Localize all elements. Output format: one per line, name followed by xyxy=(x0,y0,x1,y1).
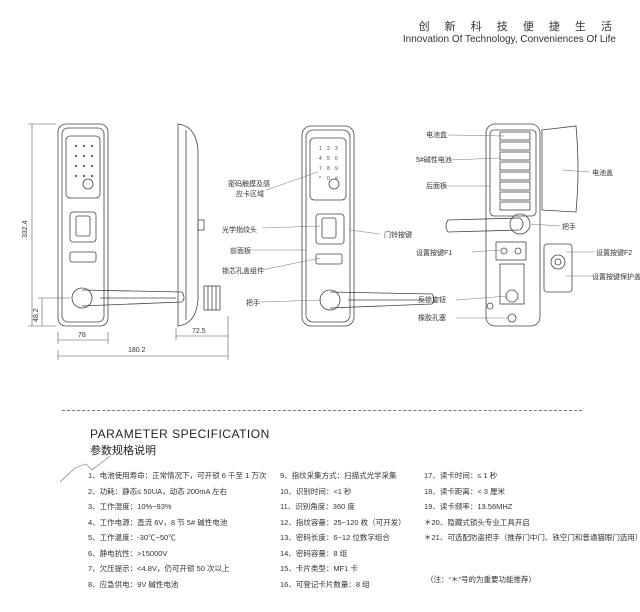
svg-text:7: 7 xyxy=(319,166,322,172)
label-touch-keypad: 密码触摸及感 xyxy=(228,179,270,188)
svg-text:6: 6 xyxy=(335,156,338,162)
label-back-panel: 后面板 xyxy=(426,181,447,190)
spec-item: 12、指纹容量：25~120 枚（可开发） xyxy=(280,517,406,527)
label-key-cover: 设置按键保护盖 xyxy=(592,272,640,281)
svg-text:3: 3 xyxy=(335,146,338,152)
dim-side-width: 72.5 xyxy=(192,328,206,335)
label-rubber-cap: 橡胶孔塞 xyxy=(418,313,446,322)
svg-text:#: # xyxy=(335,176,338,182)
spec-item: 5、工作温度：-30℃~50℃ xyxy=(88,533,176,542)
dim-handle-height: 48.2 xyxy=(33,308,40,322)
spec-item: 19、读卡频率：13.56MHZ xyxy=(424,502,513,511)
svg-text:*: * xyxy=(319,176,321,182)
spec-item: 6、静电抗性：>15000V xyxy=(88,548,168,558)
spec-item: 8、应急供电：9V 碱性电池 xyxy=(88,579,179,589)
slogan-chinese: 创 新 科 技 便 捷 生 活 xyxy=(418,21,618,33)
spec-item: 16、可登记卡片数量：8 组 xyxy=(280,579,370,589)
label-card-area: 应卡区域 xyxy=(236,189,264,198)
front-leader-lines xyxy=(248,171,381,303)
front-keypad-dots xyxy=(74,144,94,178)
spec-item: 14、密码容量：8 组 xyxy=(280,548,348,558)
spec-item: 17、读卡时间：≤ 1 秒 xyxy=(424,471,498,480)
label-lock-cover: 锁芯孔盖组件 xyxy=(222,266,264,275)
label-setting-key-f2: 设置按键F2 xyxy=(596,248,632,257)
label-anti-lock: 反锁旋钮 xyxy=(418,295,446,304)
spec-item: 1、电池使用寿命：正常情况下，可开锁 6 千至 1 万次 xyxy=(88,471,267,480)
label-handle-back: 把手 xyxy=(562,222,576,231)
back-view-drawing xyxy=(445,123,579,327)
slogan-english: Innovation Of Technology, Conveniences O… xyxy=(402,34,616,45)
spec-item: 9、指纹采集方式：扫描式光学采集 xyxy=(280,471,397,480)
section-title-en: PARAMETER SPECIFICATION xyxy=(90,427,270,441)
spec-item: 2、功耗：静态≤ 50UA，动态 200mA 左右 xyxy=(88,486,228,496)
dimension-lines xyxy=(28,123,229,360)
label-door-bell: 门铃按键 xyxy=(384,230,412,239)
label-battery: 5#碱性电池 xyxy=(416,155,452,164)
spec-item: ＊21、可选配防盗把手（推荐门中门、铁空门和普通猫眼门选用） xyxy=(424,533,640,542)
dim-front-width: 78 xyxy=(78,332,86,339)
svg-text:5: 5 xyxy=(327,156,330,162)
label-setting-key-f1: 设置按键F1 xyxy=(416,248,452,257)
svg-text:8: 8 xyxy=(327,166,330,172)
dim-height: 332.4 xyxy=(22,220,29,238)
label-handle: 把手 xyxy=(246,298,260,307)
svg-text:2: 2 xyxy=(327,146,330,152)
spec-item: 13、密码长度：6~12 位数字组合 xyxy=(280,533,390,542)
svg-text:4: 4 xyxy=(319,156,322,162)
front-view-drawing xyxy=(57,123,185,327)
svg-text:0: 0 xyxy=(327,176,330,182)
spec-item: 11、识别角度：360 度 xyxy=(280,502,355,511)
label-battery-cover: 电池盖 xyxy=(592,168,613,177)
spec-item: 15、卡片类型：MF1 卡 xyxy=(280,564,358,573)
spec-item: 18、读卡距离：< 3 厘米 xyxy=(424,486,506,496)
label-battery-box: 电池盒 xyxy=(426,130,447,139)
dim-total-width: 180.2 xyxy=(128,347,146,354)
label-front-panel: 前面板 xyxy=(230,246,251,255)
front-detail-drawing xyxy=(301,125,435,327)
side-view-drawing xyxy=(177,123,221,327)
spec-item: 4、工作电源：直流 6V，8 节 5# 碱性电池 xyxy=(88,517,228,527)
footnote: （注：“＊”号的为重要功能推荐） xyxy=(426,575,536,584)
spec-item: 10、识别时间：<1 秒 xyxy=(280,486,352,496)
label-fingerprint: 光学指纹头 xyxy=(222,225,257,234)
spec-item: 7、欠压提示：<4.8V，仍可开锁 50 次以上 xyxy=(88,564,230,573)
back-leader-lines xyxy=(444,134,594,319)
spec-item: 3、工作湿度：10%~93% xyxy=(88,502,172,511)
svg-text:9: 9 xyxy=(335,166,338,172)
svg-text:1: 1 xyxy=(319,146,322,152)
section-title-cn: 参数规格说明 xyxy=(90,445,156,457)
spec-item: ＊20、隐藏式锁头专业工具开启 xyxy=(424,517,530,527)
section-divider xyxy=(62,410,582,411)
